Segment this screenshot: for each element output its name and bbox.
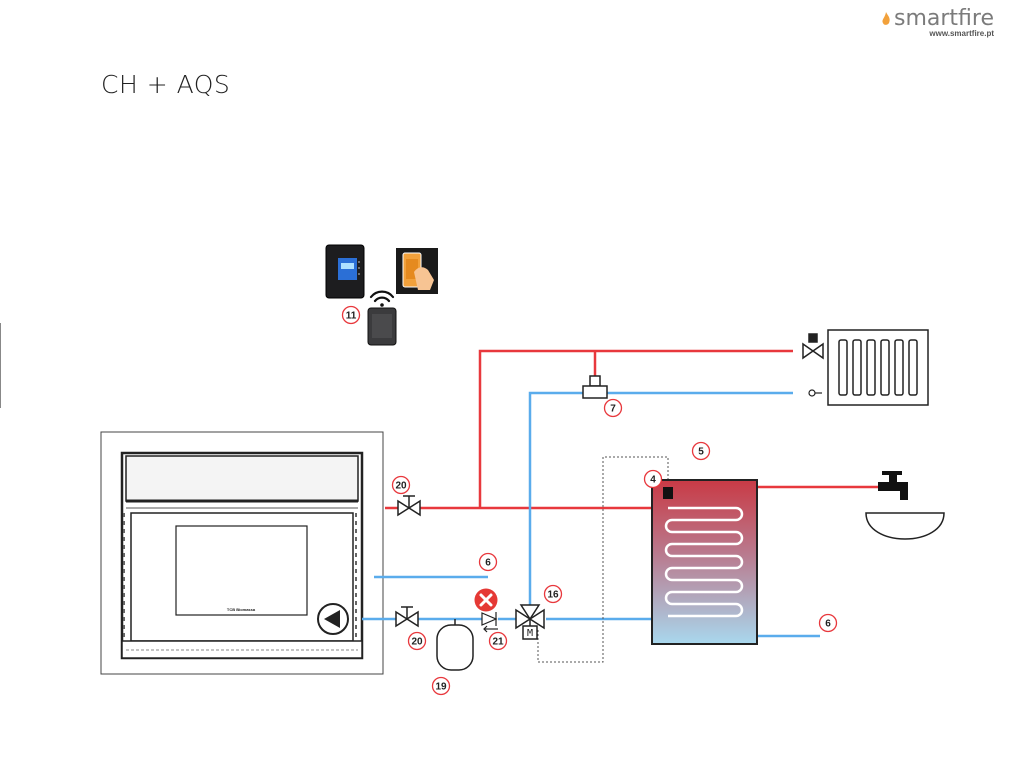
callout-20b: 20 bbox=[411, 637, 423, 648]
expansion-tank-icon bbox=[436, 619, 474, 671]
stove-brand-label: TCB Biomassa bbox=[227, 607, 256, 612]
tap-icon bbox=[878, 471, 908, 500]
brand-name: smartfire bbox=[894, 6, 994, 31]
callout-6b: 6 bbox=[825, 619, 831, 630]
cold-pipes bbox=[362, 391, 820, 638]
callout-6a-ring bbox=[478, 552, 498, 572]
callout-5-ring bbox=[691, 441, 711, 461]
callout-21-ring bbox=[488, 631, 508, 651]
pump-icon bbox=[317, 603, 349, 635]
tee-fitting-icon bbox=[582, 375, 608, 399]
hot-pipes bbox=[385, 349, 878, 510]
callout-19: 19 bbox=[435, 682, 447, 693]
callout-11: 11 bbox=[346, 311, 357, 322]
callout-11-ring bbox=[341, 305, 361, 325]
wifi-module-icon bbox=[367, 307, 397, 346]
callout-5: 5 bbox=[698, 447, 704, 458]
error-x-icon bbox=[474, 588, 498, 612]
callout-4: 4 bbox=[650, 475, 656, 486]
callout-19-ring bbox=[431, 676, 451, 696]
thermostat-icon bbox=[325, 244, 365, 299]
callout-7-ring bbox=[603, 398, 623, 418]
tablet-app-icon bbox=[396, 248, 438, 294]
stove: TCB Biomassa bbox=[100, 431, 384, 675]
flame-icon bbox=[882, 12, 890, 25]
callout-6b-ring bbox=[818, 613, 838, 633]
check-valve-icon bbox=[481, 612, 498, 633]
callout-20b-ring bbox=[407, 631, 427, 651]
callout-16: 16 bbox=[547, 590, 559, 601]
page-title: CH + AQS bbox=[101, 70, 231, 99]
sensor-wiring bbox=[537, 456, 669, 663]
temperature-sensor-icon bbox=[663, 487, 673, 499]
radiator-valve-icon bbox=[802, 333, 824, 360]
radiator-icon bbox=[827, 329, 929, 406]
callout-20a-ring bbox=[391, 475, 411, 495]
callout-6a: 6 bbox=[485, 558, 491, 569]
callout-21: 21 bbox=[492, 637, 504, 648]
svg-text:M: M bbox=[527, 628, 533, 639]
left-edge-marker bbox=[0, 323, 1, 408]
wifi-icon bbox=[369, 290, 395, 307]
three-way-valve-icon: M bbox=[515, 604, 545, 640]
callout-4-ring bbox=[643, 469, 663, 489]
lockshield-icon bbox=[808, 389, 822, 397]
sink-icon bbox=[865, 512, 945, 540]
dhw-tank bbox=[651, 479, 758, 645]
callout-7: 7 bbox=[610, 404, 616, 415]
brand-url: www.smartfire.pt bbox=[929, 29, 994, 38]
callout-16-ring bbox=[543, 584, 563, 604]
valve-icon bbox=[395, 606, 419, 628]
valve-icon bbox=[397, 495, 421, 517]
callout-20a: 20 bbox=[395, 481, 407, 492]
brand-logo: smartfire www.smartfire.pt bbox=[881, 6, 994, 38]
